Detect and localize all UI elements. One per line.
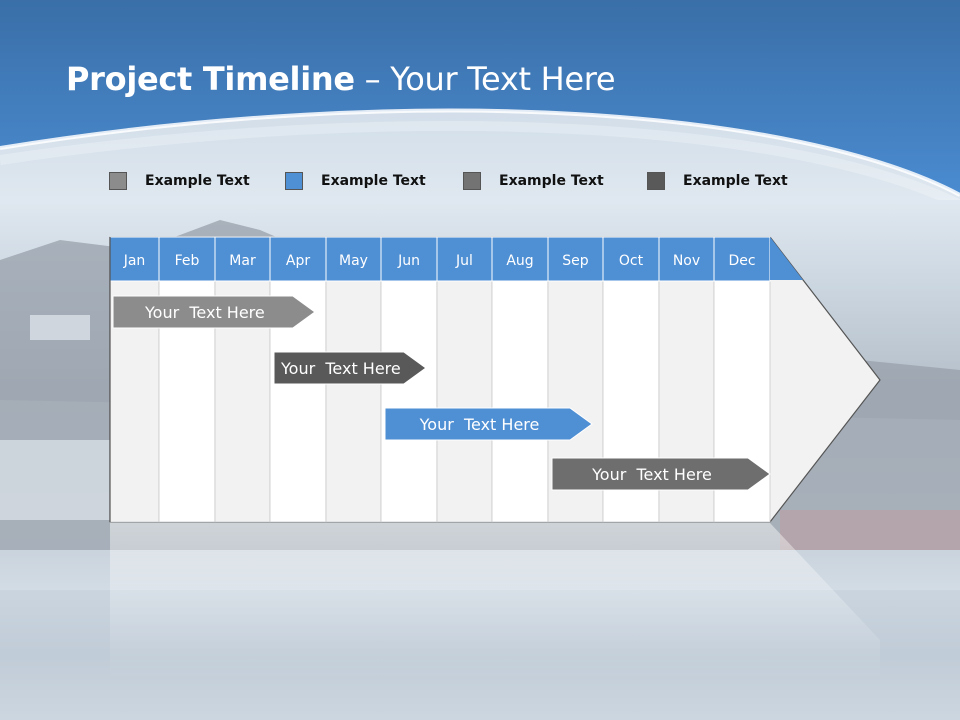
- month-label-apr: Apr: [286, 253, 310, 269]
- legend-item-1: Example Text: [109, 171, 250, 191]
- task-bar-label-2: Your Text Here: [280, 359, 401, 378]
- month-label-may: May: [339, 253, 368, 269]
- legend-label-4: Example Text: [683, 173, 788, 189]
- month-header-cell-jun: [380, 236, 438, 282]
- month-header-cell-jul: [436, 236, 493, 282]
- legend-item-3: Example Text: [463, 171, 604, 191]
- month-column-jun: [380, 280, 438, 523]
- header-band: [0, 0, 960, 200]
- month-label-sep: Sep: [562, 253, 589, 269]
- task-bar-1: [112, 295, 316, 329]
- month-header-cell-jan: [109, 236, 160, 282]
- legend-label-1: Example Text: [145, 173, 250, 189]
- month-header-cell-feb: [158, 236, 216, 282]
- slide-title: Project Timeline – Your Text Here: [66, 60, 616, 98]
- task-bar-3: [384, 407, 593, 441]
- task-bar-2: [273, 351, 427, 385]
- month-label-jun: Jun: [397, 253, 420, 269]
- month-header-cell-may: [325, 236, 382, 282]
- legend-swatch-2: [285, 172, 303, 190]
- month-label-feb: Feb: [175, 253, 200, 269]
- legend-swatch-1: [109, 172, 127, 190]
- month-header-cell-aug: [491, 236, 549, 282]
- month-label-aug: Aug: [506, 253, 533, 269]
- legend-item-2: Example Text: [285, 171, 426, 191]
- task-bar-label-1: Your Text Here: [144, 303, 265, 322]
- month-header-cell-sep: [547, 236, 604, 282]
- month-label-jan: Jan: [123, 253, 146, 269]
- month-label-jul: Jul: [455, 253, 473, 269]
- legend-item-4: Example Text: [647, 171, 788, 191]
- title-bold: Project Timeline: [66, 60, 355, 98]
- timeline-reflection: [110, 523, 880, 680]
- legend-swatch-4: [647, 172, 665, 190]
- month-label-nov: Nov: [673, 253, 700, 269]
- month-header-cell-oct: [602, 236, 660, 282]
- task-bar-label-4: Your Text Here: [591, 465, 712, 484]
- month-header-cell-mar: [214, 236, 271, 282]
- header-arrow-tip: [770, 237, 803, 280]
- title-rest: – Your Text Here: [354, 60, 616, 98]
- month-header: Jan Feb Mar Apr May Jun Jul Aug Sep Oct Nov Dec: [109, 236, 803, 522]
- month-column-aug: [491, 280, 549, 523]
- month-column-may: [325, 280, 382, 523]
- month-label-mar: Mar: [229, 253, 256, 269]
- legend-swatch-3: [463, 172, 481, 190]
- month-column-jul: [436, 280, 493, 523]
- task-bar-4: [551, 457, 771, 491]
- month-header-cell-apr: [269, 236, 327, 282]
- task-bar-label-3: Your Text Here: [419, 415, 540, 434]
- legend-label-3: Example Text: [499, 173, 604, 189]
- month-label-dec: Dec: [728, 253, 755, 269]
- legend-label-2: Example Text: [321, 173, 426, 189]
- month-label-oct: Oct: [619, 253, 644, 269]
- month-header-cell-nov: [658, 236, 715, 282]
